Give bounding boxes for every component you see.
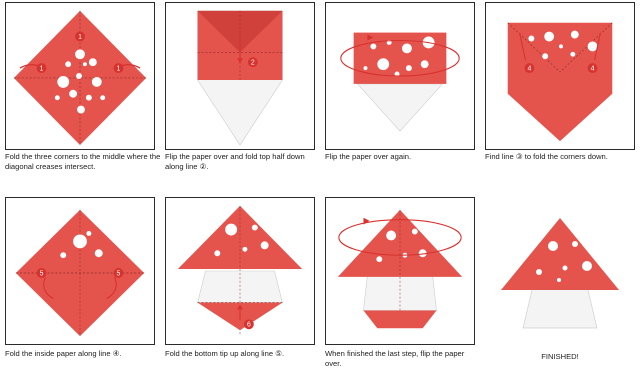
step-5-illustration: 5 5 [6, 198, 154, 344]
svg-text:2: 2 [251, 60, 255, 67]
step-4-caption: Find line ③ to fold the corners down. [485, 152, 641, 162]
svg-text:4: 4 [527, 66, 531, 73]
step-7-caption: When finished the last step, flip the pa… [325, 349, 481, 369]
step-5-panel: 5 5 [5, 197, 155, 345]
step-6-illustration: 6 [166, 198, 314, 344]
step-1-illustration: 1 1 1 [6, 3, 154, 149]
step-3-panel [325, 2, 475, 150]
step-1-panel: 1 1 1 [5, 2, 155, 150]
svg-text:1: 1 [40, 66, 44, 73]
svg-text:1: 1 [117, 66, 121, 73]
svg-text:1: 1 [78, 34, 82, 41]
finished-label: FINISHED! [500, 352, 620, 361]
step-4-panel: 4 4 [485, 2, 635, 150]
mushroom-stem [523, 286, 597, 328]
step-5-caption: Fold the inside paper along line ④. [5, 349, 161, 359]
svg-text:5: 5 [40, 270, 44, 277]
step-2-illustration: 2 [166, 3, 314, 149]
step-4-illustration: 4 4 [486, 3, 634, 149]
step-3-caption: Flip the paper over again. [325, 152, 481, 162]
step-6-caption: Fold the bottom tip up along line ⑤. [165, 349, 321, 359]
step-6-panel: 6 [165, 197, 315, 345]
step-1-caption: Fold the three corners to the middle whe… [5, 152, 161, 172]
finished-illustration [495, 210, 625, 340]
step-3-illustration [326, 3, 474, 149]
step-2-panel: 2 [165, 2, 315, 150]
step-7-panel [325, 197, 475, 345]
svg-text:5: 5 [117, 270, 121, 277]
step-2-caption: Flip the paper over and fold top half do… [165, 152, 321, 172]
svg-text:4: 4 [591, 66, 595, 73]
svg-text:6: 6 [247, 322, 251, 329]
step-7-illustration [326, 198, 474, 344]
